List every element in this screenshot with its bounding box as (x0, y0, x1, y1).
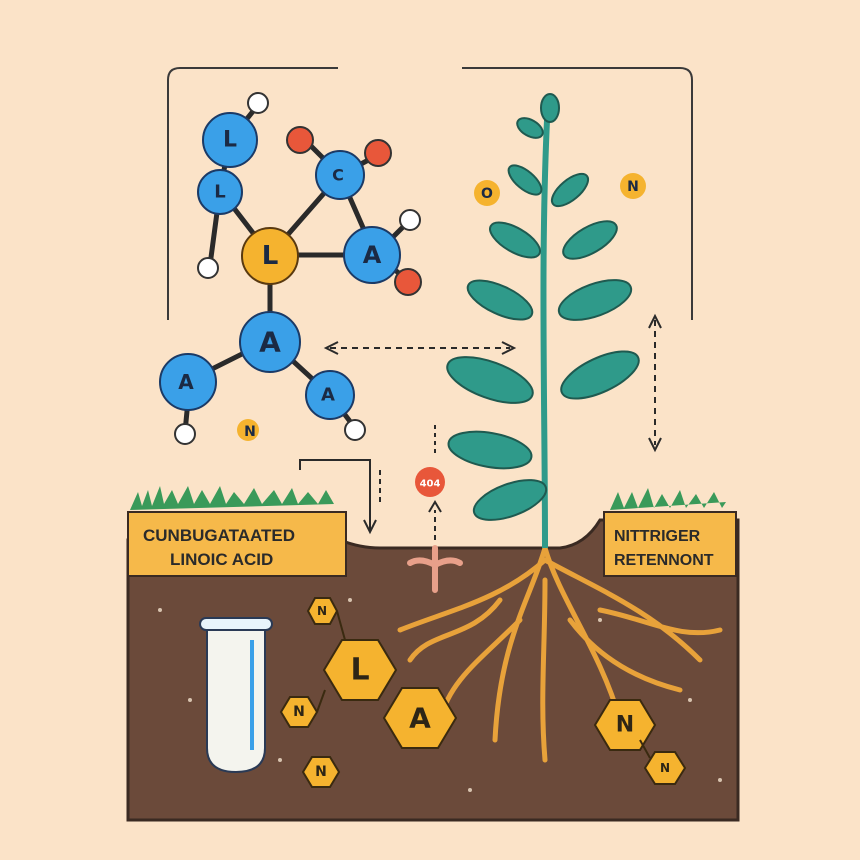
hex-n3: N (301, 756, 341, 788)
svg-text:N: N (293, 704, 305, 720)
grass-left (130, 486, 334, 510)
svg-text:A: A (409, 702, 431, 735)
atom-label: A (259, 326, 281, 359)
sprout (407, 545, 463, 593)
hex-l: L (322, 639, 398, 701)
svg-text:N: N (317, 604, 327, 618)
roots (397, 545, 723, 763)
red-badge-text: 404 (420, 479, 441, 490)
label-left-line2: LINOIC ACID (170, 550, 273, 569)
atom-label: A (178, 370, 194, 394)
soil-hexes: N L A N N N N (279, 597, 687, 788)
soil (126, 518, 740, 822)
atom-label: L (262, 241, 279, 271)
label-right-line1: NITTRIGER (614, 528, 701, 545)
frame-bracket (167, 67, 693, 320)
arrows (299, 313, 662, 540)
small-hex-label: N (660, 761, 670, 775)
atom-label: A (321, 385, 335, 406)
red-badge (415, 467, 445, 497)
svg-text:N: N (315, 764, 327, 780)
label-right-line2: RETENNONT (614, 552, 714, 569)
hex-n2: N (279, 696, 319, 728)
atom-label: C (332, 166, 344, 185)
grass-right (610, 488, 726, 510)
svg-text:N: N (616, 713, 634, 738)
floating-n: N (627, 179, 639, 195)
svg-text:L: L (350, 653, 369, 688)
hex-a: A (382, 687, 458, 749)
small-atom-label: N (244, 424, 256, 440)
atom-label: L (223, 128, 237, 153)
label-conjugated-linoleic-acid: CUNBUGATAATED LINOIC ACID (127, 511, 347, 577)
label-nitrogen-retention: NITTRIGER RETENNONT (603, 511, 737, 577)
hex-n1: N (306, 597, 339, 625)
label-left-line1: CUNBUGATAATED (143, 526, 295, 545)
soil-specks (158, 598, 722, 792)
test-tube (199, 617, 273, 774)
molecule-atoms: L L C L A A A A N (159, 92, 422, 445)
atom-label: A (363, 241, 382, 269)
floating-o: O (481, 186, 493, 202)
floating-atoms: O N (474, 173, 646, 206)
hex-n4: N (593, 699, 657, 751)
atom-label: L (214, 182, 225, 203)
plant (446, 93, 640, 549)
